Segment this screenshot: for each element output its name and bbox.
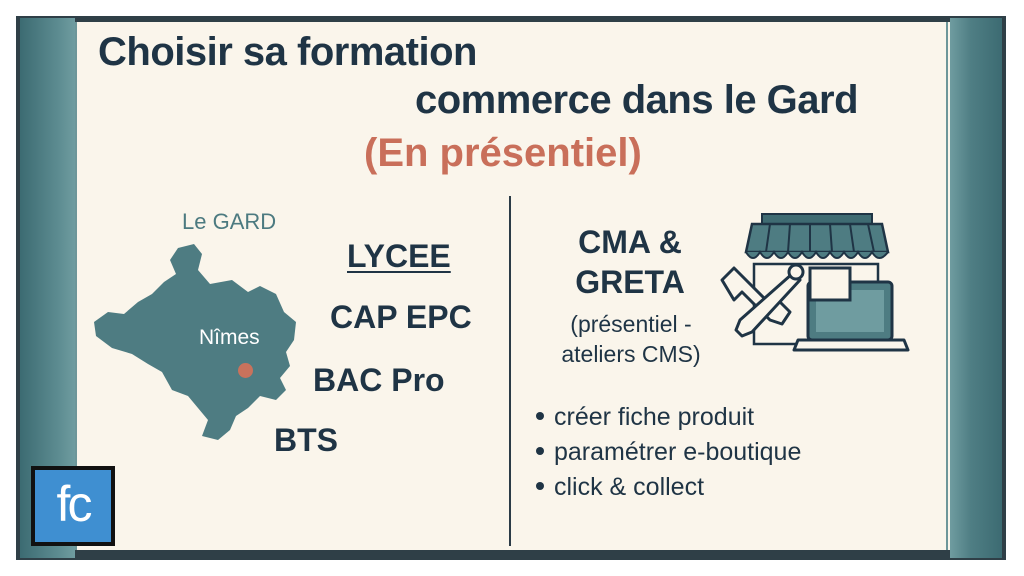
workshop-item-label: click & collect <box>554 473 705 501</box>
subtitle: (En présentiel) <box>364 131 642 175</box>
list-item: click & collect <box>536 470 801 505</box>
laptop-icon <box>792 266 910 352</box>
cma-heading-line-2: GRETA <box>575 264 685 300</box>
city-marker-icon <box>238 363 253 378</box>
wrench-screwdriver-icon <box>720 263 805 338</box>
map-city-label: Nîmes <box>199 326 260 349</box>
cma-greta-note: (présentiel - ateliers CMS) <box>520 309 742 369</box>
gard-map-icon <box>94 244 296 440</box>
right-accent-band <box>950 18 1002 558</box>
lycee-heading: LYCEE <box>347 238 451 274</box>
lycee-item-bts: BTS <box>274 422 338 458</box>
shop-awning-icon <box>744 213 890 346</box>
card-right-rule <box>946 22 948 550</box>
title-line-2: commerce dans le Gard <box>415 78 859 122</box>
bullet-icon <box>536 482 544 491</box>
column-divider <box>509 196 511 546</box>
card-left-rule <box>75 22 77 550</box>
cma-greta-heading: CMA & GRETA <box>560 222 700 302</box>
workshop-item-label: paramétrer e-boutique <box>554 438 802 466</box>
fc-logo-text: fc <box>56 476 93 532</box>
shop-illustration <box>720 213 910 352</box>
workshop-list: créer fiche produit paramétrer e-boutiqu… <box>536 400 801 505</box>
cma-note-line-1: (présentiel - <box>570 311 692 337</box>
bullet-icon <box>536 412 544 421</box>
workshop-item-label: créer fiche produit <box>554 403 755 431</box>
gard-region-shape <box>94 244 296 440</box>
fc-logo-badge: fc <box>35 470 111 542</box>
list-item: paramétrer e-boutique <box>536 435 801 470</box>
cma-note-line-2: ateliers CMS) <box>561 341 701 367</box>
bullet-icon <box>536 447 544 456</box>
title-line-1: Choisir sa formation <box>98 30 477 74</box>
lycee-item-cap-epc: CAP EPC <box>330 299 472 335</box>
list-item: créer fiche produit <box>536 400 801 435</box>
fc-logo: fc <box>31 466 115 546</box>
cma-heading-line-1: CMA & <box>578 224 682 260</box>
map-region-label: Le GARD <box>182 209 277 234</box>
lycee-item-bac-pro: BAC Pro <box>313 362 445 398</box>
